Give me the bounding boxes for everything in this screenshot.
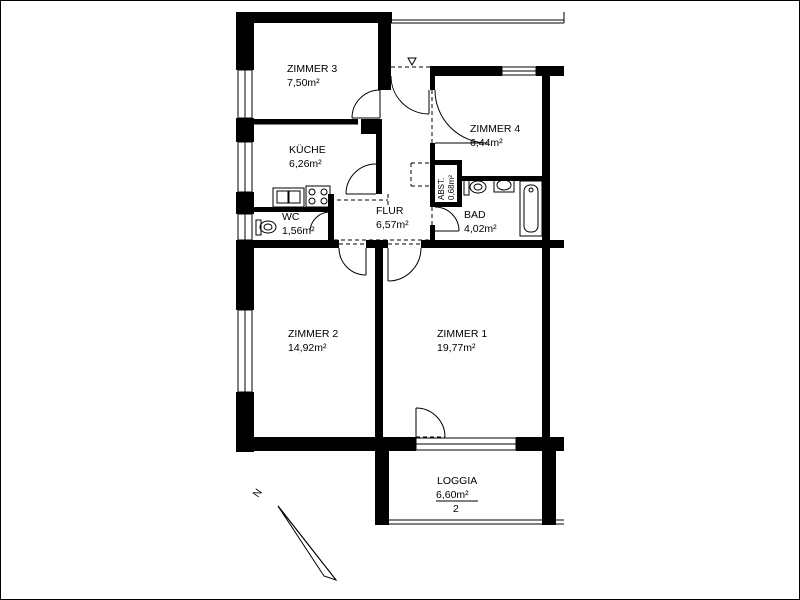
label-kueche-area: 6,26m² xyxy=(289,158,322,170)
label-zimmer2-name: ZIMMER 2 xyxy=(288,328,338,340)
label-loggia-number: 2 xyxy=(453,503,459,515)
label-zimmer3-area: 7,50m² xyxy=(287,77,320,89)
label-zimmer3-name: ZIMMER 3 xyxy=(287,63,337,75)
label-wc-area: 1,56m² xyxy=(282,225,315,237)
north-arrow: N xyxy=(251,487,338,582)
label-zimmer1-name: ZIMMER 1 xyxy=(437,328,487,340)
doors xyxy=(309,57,489,438)
fixtures xyxy=(255,177,543,237)
label-loggia-name: LOGGIA xyxy=(437,475,477,487)
label-flur-area: 6,57m² xyxy=(376,219,409,231)
kitchen-sink xyxy=(272,187,305,208)
label-bad-area: 4,02m² xyxy=(464,223,497,235)
label-zimmer4-name: ZIMMER 4 xyxy=(470,123,520,135)
label-wc-name: WC xyxy=(282,211,300,223)
toilet xyxy=(259,220,277,234)
label-kueche-name: KÜCHE xyxy=(289,144,326,156)
label-zimmer4-area: 6,44m² xyxy=(470,137,503,149)
kitchen-stove xyxy=(305,185,331,208)
walls xyxy=(236,12,564,525)
label-flur-name: FLUR xyxy=(376,205,404,217)
label-loggia-area: 6,60m² xyxy=(436,489,469,501)
room-labels: ZIMMER 3 7,50m² KÜCHE 6,26m² WC 1,56m² F… xyxy=(282,63,520,515)
label-bad-name: BAD xyxy=(464,209,486,221)
north-label: N xyxy=(251,487,265,500)
label-abst-area: 0,68m² xyxy=(447,175,456,200)
label-abst-name: ABST. xyxy=(437,178,446,200)
label-zimmer1-area: 19,77m² xyxy=(437,342,476,354)
windows xyxy=(237,12,565,525)
label-zimmer2-area: 14,92m² xyxy=(288,342,327,354)
bathtub xyxy=(519,180,543,237)
